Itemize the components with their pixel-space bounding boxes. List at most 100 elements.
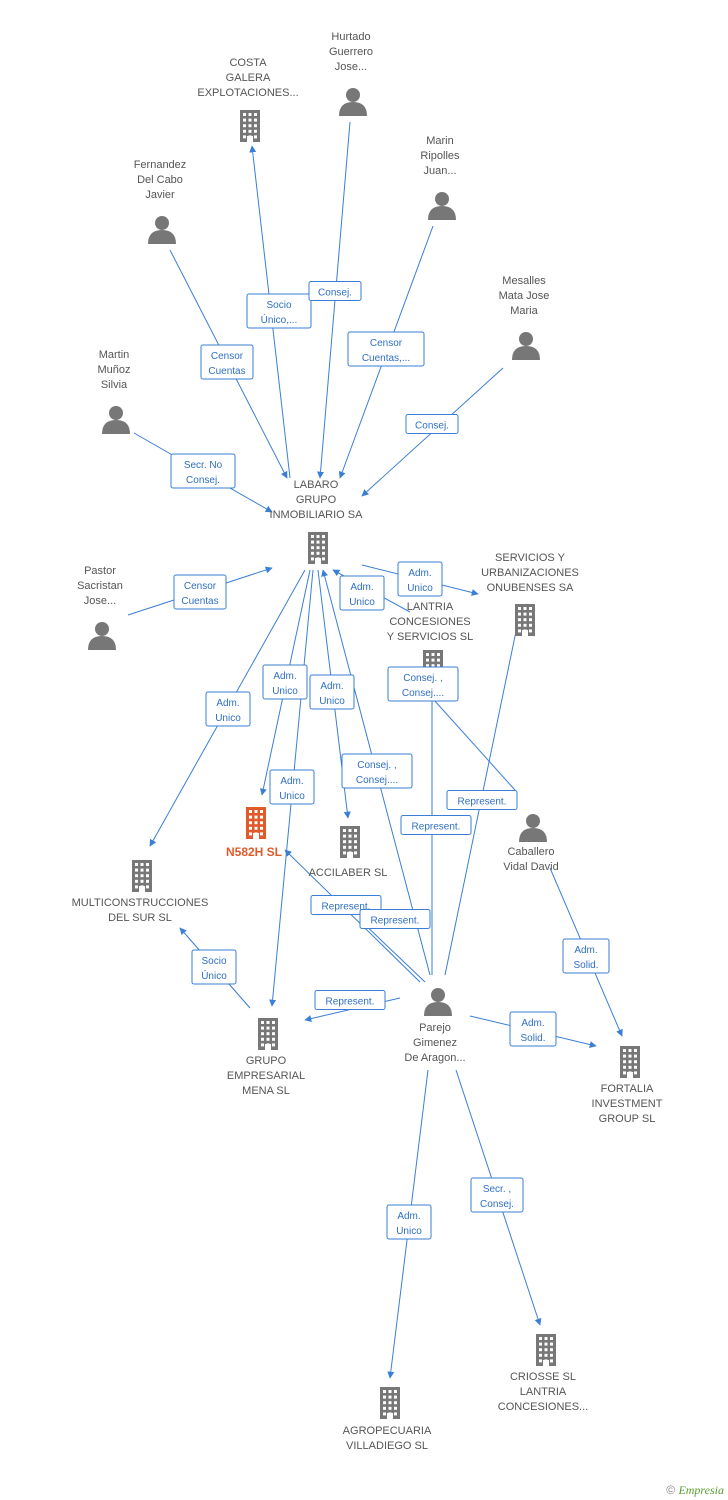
node-pastor[interactable]: PastorSacristanJose...	[77, 565, 123, 650]
edge-label[interactable]: Adm.Unico	[269, 769, 315, 805]
node-label: Del Cabo	[137, 174, 183, 186]
node-hurtado[interactable]: HurtadoGuerreroJose...	[329, 31, 373, 116]
edge-label-box	[446, 790, 518, 810]
node-label: Parejo	[419, 1022, 451, 1034]
node-criosse[interactable]: CRIOSSE SLLANTRIACONCESIONES...	[498, 1334, 588, 1413]
edge-label-box	[386, 1204, 432, 1240]
edge-label[interactable]: SocioÚnico,...	[246, 293, 312, 329]
edge-label-text: Censor	[184, 581, 217, 592]
node-label: Muñoz	[97, 364, 130, 376]
node-label: INMOBILIARIO SA	[270, 509, 364, 521]
edge-label-text: Adm.	[574, 945, 597, 956]
edge-label[interactable]: Represent.	[446, 790, 518, 810]
node-label: Mesalles	[502, 275, 546, 287]
edge-label[interactable]: Adm.Unico	[339, 575, 385, 611]
edge-label[interactable]: Secr. , Consej.	[470, 1177, 524, 1213]
footer-brand[interactable]: © Empresia	[666, 1483, 724, 1498]
edge-labels-layer: SocioÚnico,...Consej.CensorCuentasCensor…	[170, 281, 610, 1240]
edge-label[interactable]: Adm.Unico	[397, 561, 443, 597]
node-n582h[interactable]: N582H SL	[226, 807, 282, 859]
building-icon	[380, 1387, 400, 1419]
edge-label-text: Represent.	[371, 916, 420, 927]
edge-label[interactable]: Adm.Unico	[309, 674, 355, 710]
node-label: VILLADIEGO SL	[346, 1440, 428, 1452]
brand-name: Empresia	[678, 1483, 724, 1497]
edge-label-box	[314, 990, 386, 1010]
person-icon	[88, 622, 116, 650]
edge-label-box	[341, 753, 413, 789]
node-label: Caballero	[507, 846, 554, 858]
edge-label-text: Consej.	[318, 288, 352, 299]
edge-label[interactable]: Consej.	[308, 281, 362, 301]
edge-label[interactable]: CensorCuentas,...	[347, 331, 425, 367]
edge-label-text: Solid.	[520, 1033, 545, 1044]
edge-label-text: Consej....	[356, 775, 398, 786]
edge-label[interactable]: Adm. Solid.	[562, 938, 610, 974]
node-label: Jose...	[84, 595, 116, 607]
person-icon	[339, 88, 367, 116]
person-icon	[519, 814, 547, 842]
edge-label-text: Represent.	[412, 822, 461, 833]
node-label: Ripolles	[420, 150, 460, 162]
edge-label-text: Solid.	[573, 960, 598, 971]
edge-label-box	[470, 1177, 524, 1213]
edge-label[interactable]: Consej. ,Consej....	[387, 666, 459, 702]
edge-label-text: Unico	[319, 696, 345, 707]
building-icon	[240, 110, 260, 142]
edge-label-box	[397, 561, 443, 597]
node-label: Javier	[145, 189, 175, 201]
edge-label-box	[509, 1011, 557, 1047]
edge-label[interactable]: Adm.Unico	[205, 691, 251, 727]
node-label: Silvia	[101, 379, 128, 391]
node-label: GROUP SL	[599, 1113, 656, 1125]
node-label: MULTICONSTRUCCIONES	[72, 897, 209, 909]
edge-label[interactable]: Represent.	[400, 815, 472, 835]
node-label: CONCESIONES...	[498, 1401, 588, 1413]
edge-label[interactable]: Represent.	[359, 909, 431, 929]
edge-label[interactable]: Adm.Solid.	[509, 1011, 557, 1047]
edge-label-text: Adm.	[216, 698, 239, 709]
edge-label-box	[269, 769, 315, 805]
edge-label-text: Unico	[279, 791, 305, 802]
node-label: Pastor	[84, 565, 116, 577]
edge-label-text: Secr. ,	[483, 1184, 511, 1195]
edge-label[interactable]: Consej.	[405, 414, 459, 434]
edge-label-text: Unico	[407, 583, 433, 594]
node-label: DEL SUR SL	[108, 912, 172, 924]
node-accilaber[interactable]: ACCILABER SL	[309, 826, 388, 879]
node-marinr[interactable]: MarinRipollesJuan...	[420, 135, 460, 220]
node-label: Guerrero	[329, 46, 373, 58]
edge-label-box	[359, 909, 431, 929]
edge-label-text: Secr. No	[184, 460, 223, 471]
edge-label[interactable]: Represent.	[314, 990, 386, 1010]
building-icon	[246, 807, 266, 839]
edge-label-text: Consej.	[480, 1199, 514, 1210]
edge-label[interactable]: Consej. ,Consej....	[341, 753, 413, 789]
edge-label[interactable]: Adm.Unico	[386, 1204, 432, 1240]
node-multi[interactable]: MULTICONSTRUCCIONES DEL SUR SL	[72, 860, 209, 924]
person-icon	[424, 988, 452, 1016]
node-label: Fernandez	[134, 159, 187, 171]
node-label: CRIOSSE SL	[510, 1371, 576, 1383]
node-label: CONCESIONES	[389, 616, 470, 628]
node-costa[interactable]: COSTAGALERAEXPLOTACIONES...	[197, 57, 299, 142]
edge-label-text: Represent.	[322, 902, 371, 913]
node-label: GRUPO	[296, 494, 337, 506]
edge-label[interactable]: Adm.Unico	[262, 664, 308, 700]
edge-label-box	[205, 691, 251, 727]
